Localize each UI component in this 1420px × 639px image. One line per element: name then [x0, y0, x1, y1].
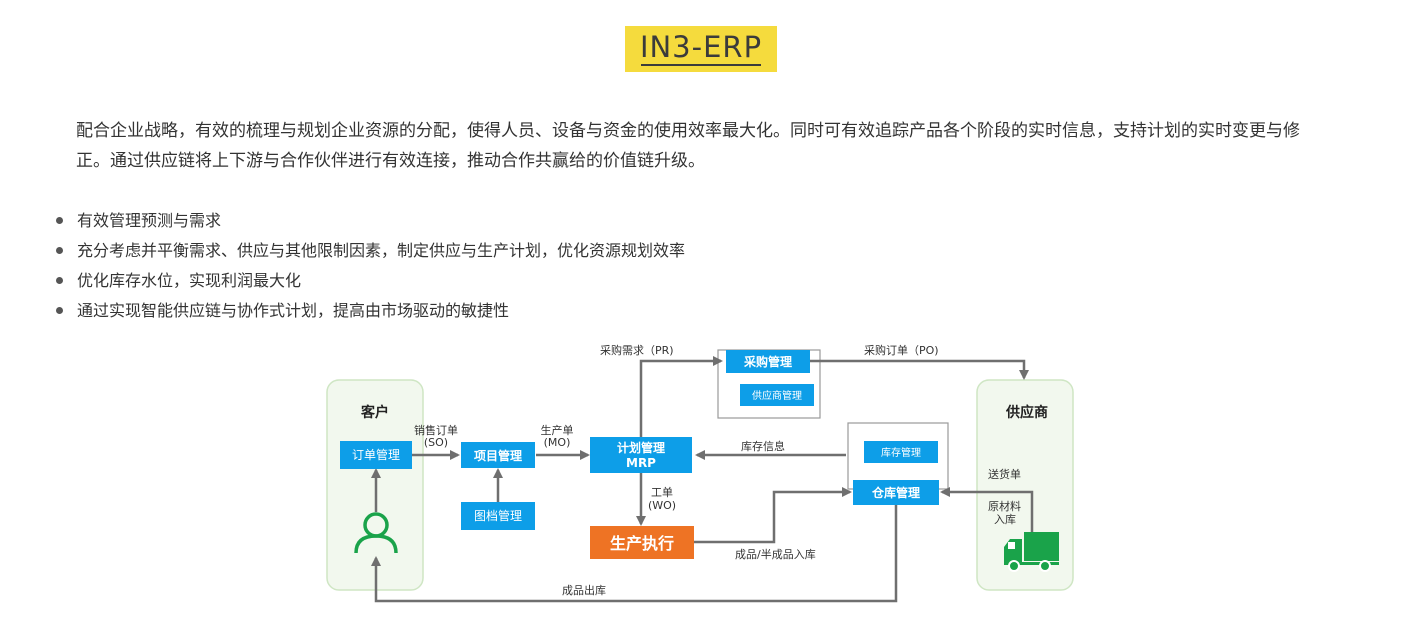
- supplier-mgmt-box[interactable]: [740, 384, 814, 406]
- truck-icon: [1004, 532, 1059, 572]
- po-label: 采购订单（PO): [864, 343, 939, 357]
- raw-material-label-line2: 入库: [994, 513, 1016, 526]
- arrow-supplier-to-warehouse: [940, 487, 1034, 532]
- page-title: IN3-ERP: [639, 30, 763, 64]
- warehouse-mgmt-label: 仓库管理: [871, 485, 920, 500]
- wo-label-line1: 工单: [651, 486, 673, 499]
- arrow-exec-to-warehouse: [694, 487, 852, 544]
- feature-text: 通过实现智能供应链与协作式计划，提高由市场驱动的敏捷性: [77, 301, 510, 320]
- project-mgmt-label: 项目管理: [474, 448, 522, 463]
- finished-out-label: 成品出库: [562, 583, 606, 597]
- planning-label-line2: MRP: [626, 456, 656, 470]
- purchase-mgmt-label: 采购管理: [743, 354, 792, 369]
- finished-in-label: 成品/半成品入库: [735, 547, 816, 561]
- production-exec-box[interactable]: [590, 526, 694, 559]
- bullet-icon: [56, 247, 63, 254]
- sales-order-label-line2: (SO): [424, 436, 448, 449]
- project-mgmt-box[interactable]: [461, 442, 535, 468]
- inventory-info-label: 库存信息: [741, 439, 785, 453]
- inventory-mgmt-box[interactable]: [864, 441, 938, 463]
- document-mgmt-box[interactable]: [461, 502, 535, 530]
- feature-item: 有效管理预测与需求: [56, 206, 685, 236]
- title-underline: [641, 64, 761, 66]
- feature-text: 有效管理预测与需求: [77, 211, 222, 230]
- arrow-purchase-to-supplier: [810, 359, 1029, 380]
- planning-box[interactable]: [590, 437, 692, 473]
- wo-label-line2: (WO): [648, 499, 676, 512]
- supplier-mgmt-label: 供应商管理: [752, 389, 802, 402]
- delivery-note-label: 送货单: [988, 467, 1021, 481]
- warehouse-mgmt-box[interactable]: [853, 480, 939, 505]
- person-icon: [354, 512, 398, 554]
- supplier-title: 供应商: [1005, 404, 1048, 421]
- bullet-icon: [56, 307, 63, 314]
- customer-title: 客户: [360, 404, 389, 421]
- sales-order-label-line1: 销售订单: [414, 423, 458, 437]
- page-title-banner: IN3-ERP: [625, 26, 777, 72]
- planning-label-line1: 计划管理: [617, 440, 665, 455]
- feature-list: 有效管理预测与需求 充分考虑并平衡需求、供应与其他限制因素，制定供应与生产计划，…: [56, 206, 685, 326]
- document-mgmt-label: 图档管理: [474, 508, 522, 523]
- mo-label-line2: (MO): [544, 436, 571, 449]
- mo-label-line1: 生产单: [541, 423, 574, 437]
- production-exec-label: 生产执行: [610, 534, 674, 553]
- raw-material-label-line1: 原材料: [988, 499, 1021, 513]
- pr-label: 采购需求（PR): [600, 343, 674, 357]
- feature-item: 通过实现智能供应链与协作式计划，提高由市场驱动的敏捷性: [56, 296, 685, 326]
- intro-paragraph: 配合企业战略，有效的梳理与规划企业资源的分配，使得人员、设备与资金的使用效率最大…: [76, 121, 1300, 171]
- arrow-warehouse-to-customer: [371, 505, 898, 603]
- arrow-planning-to-purchase: [639, 356, 723, 437]
- feature-item: 优化库存水位，实现利润最大化: [56, 266, 685, 296]
- bullet-icon: [56, 277, 63, 284]
- order-mgmt-box[interactable]: [340, 441, 412, 469]
- purchase-mgmt-box[interactable]: [726, 350, 810, 373]
- feature-text: 优化库存水位，实现利润最大化: [77, 271, 302, 290]
- inventory-mgmt-label: 库存管理: [881, 446, 921, 459]
- bullet-icon: [56, 217, 63, 224]
- order-mgmt-label: 订单管理: [352, 447, 400, 462]
- feature-item: 充分考虑并平衡需求、供应与其他限制因素，制定供应与生产计划，优化资源规划效率: [56, 236, 685, 266]
- feature-text: 充分考虑并平衡需求、供应与其他限制因素，制定供应与生产计划，优化资源规划效率: [77, 241, 686, 260]
